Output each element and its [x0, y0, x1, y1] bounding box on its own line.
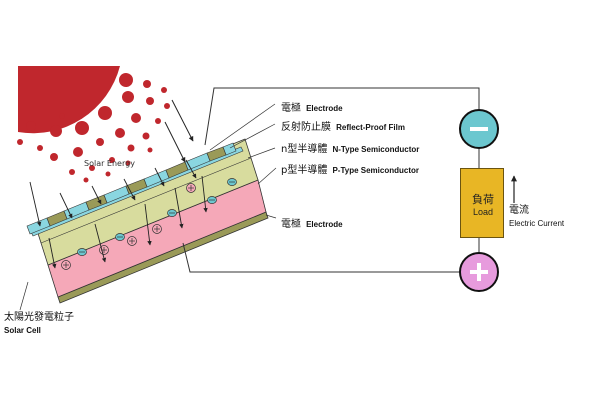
solar-cell-label-en: Solar Cell: [4, 326, 41, 335]
solar-energy-label: Solar Energy: [84, 159, 135, 168]
electrode-top-segments: [46, 146, 227, 227]
load-box: 負荷 Load: [460, 168, 504, 238]
solar-cell-label-zh: 太陽光發電粒子: [4, 312, 74, 323]
film-label-zh: 反射防止膜: [281, 122, 331, 133]
current-label-zh: 電流: [509, 205, 529, 216]
film-label-en: Reflect-Proof Film: [336, 123, 405, 132]
charge-particles: [61, 178, 237, 270]
positive-terminal: [459, 252, 499, 292]
sunlight-particles: [17, 73, 170, 183]
label-leaders: [19, 103, 277, 311]
negative-terminal: [459, 109, 499, 149]
photon-arrows: [29, 159, 208, 269]
sun: [18, 66, 120, 134]
solar-cell-stack: [26, 138, 269, 304]
current-label-en: Electric Current: [509, 219, 565, 228]
sunlight-rays: [164, 99, 194, 163]
n-type-label-zh: n型半導體: [281, 144, 328, 155]
load-label-zh: 負荷: [472, 193, 494, 206]
electrode-top-label-zh: 電極: [281, 103, 301, 114]
p-type-label-en: P-Type Semiconductor: [332, 166, 419, 175]
plus-icon: [470, 263, 488, 281]
electrode-top-label-en: Electrode: [306, 104, 343, 113]
p-type-label-zh: p型半導體: [281, 165, 328, 176]
electrode-bottom-label-en: Electrode: [306, 220, 343, 229]
electrode-bottom-label-zh: 電極: [281, 219, 301, 230]
load-label-en: Load: [472, 207, 494, 217]
minus-icon: [470, 127, 488, 131]
n-type-label-en: N-Type Semiconductor: [332, 145, 420, 154]
